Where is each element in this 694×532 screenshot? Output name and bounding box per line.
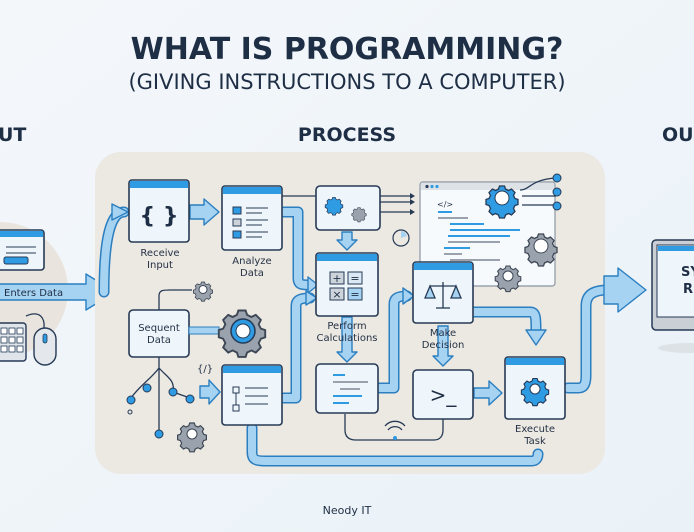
svg-text:Task: Task	[523, 436, 546, 447]
flow-pipes	[98, 193, 647, 467]
svg-text:×: ×	[332, 288, 341, 301]
svg-text:=: =	[350, 272, 359, 285]
code-window: </>	[419, 173, 562, 293]
output-monitor: SY R	[651, 239, 694, 353]
code-list-box	[315, 363, 406, 440]
mouse-icon	[33, 327, 57, 366]
enters-data-label: Enters Data	[4, 288, 63, 299]
sequent-data-box: Sequent Data {/}	[126, 281, 267, 453]
svg-text:Make: Make	[430, 328, 456, 339]
terminal-icon: >_	[430, 383, 458, 407]
svg-text:Receive: Receive	[140, 248, 179, 259]
step-perform-calculations: + = × = Perform Calculations	[315, 252, 379, 344]
gear-icon	[351, 207, 367, 223]
svg-text:Input: Input	[147, 260, 173, 271]
svg-text:Sequent: Sequent	[138, 323, 180, 334]
wifi-icon	[393, 436, 397, 440]
flow-window	[221, 364, 283, 426]
svg-text:Perform: Perform	[327, 321, 366, 332]
step-receive-input: { } Receive Input	[128, 179, 190, 271]
section-input-heading: UT	[0, 124, 26, 146]
step-make-decision: Make Decision	[412, 261, 474, 351]
gears-box	[315, 185, 410, 247]
terminal-box: >_	[412, 369, 474, 420]
code-tag-2: {/}	[197, 364, 213, 375]
input-form-window	[0, 229, 45, 271]
code-tag: </>	[437, 200, 453, 209]
gear-icon	[324, 197, 344, 216]
step-execute-task: Execute Task	[504, 356, 566, 447]
refresh-icon	[392, 229, 410, 247]
step-analyze-data: Analyze Data	[221, 185, 283, 279]
curly-braces-icon: { }	[140, 204, 179, 229]
svg-text:Data: Data	[147, 335, 171, 346]
keyboard-icon	[0, 322, 27, 362]
calculator-icon: + = × =	[329, 271, 363, 301]
output-screen-line-1: SY	[681, 265, 694, 280]
footer-brand: Neody IT	[323, 504, 372, 517]
scales-icon	[424, 282, 462, 309]
output-arrow	[603, 267, 647, 313]
page-subtitle: (GIVING INSTRUCTIONS TO A COMPUTER)	[128, 70, 565, 94]
svg-text:=: =	[350, 288, 359, 301]
output-screen-line-2: R	[683, 282, 693, 297]
page-title: WHAT IS PROGRAMMING?	[131, 32, 564, 67]
svg-text:Data: Data	[240, 268, 264, 279]
section-output-heading: OU	[662, 124, 694, 146]
section-process-heading: PROCESS	[298, 124, 396, 146]
svg-text:Execute: Execute	[515, 424, 555, 435]
branch-tree-icon	[126, 357, 195, 439]
svg-text:Analyze: Analyze	[232, 256, 271, 267]
input-area: Enters Data	[0, 222, 116, 366]
svg-text:Decision: Decision	[422, 340, 465, 351]
svg-text:Calculations: Calculations	[317, 333, 378, 344]
list-icon	[232, 206, 268, 239]
svg-text:+: +	[332, 272, 341, 285]
